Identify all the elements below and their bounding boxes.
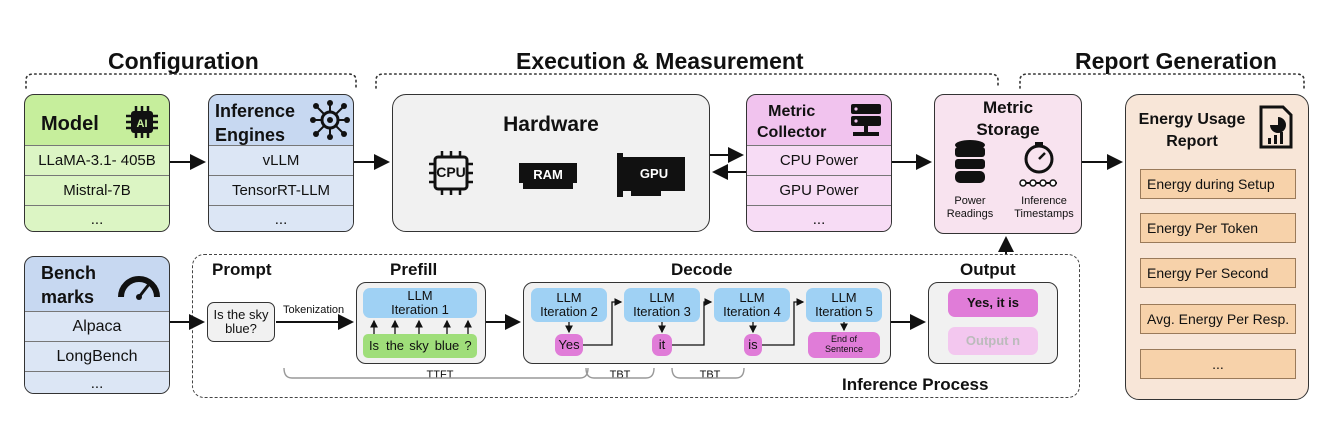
engine-item-tensorrt: TensorRT-LLM: [209, 175, 353, 205]
model-item-llama: LLaMA-3.1- 405B: [25, 145, 169, 175]
engines-box: Inference Engines vLLM TensorRT-LLM ...: [208, 94, 354, 232]
prefill-token-strip: [363, 334, 477, 358]
prefill-label: Prefill: [390, 260, 438, 279]
model-box: Model AI LLaMA-3.1- 405B Mistral-7B ...: [24, 94, 170, 232]
prefill-token-arrows: [370, 319, 472, 334]
collector-item-cpu-power: CPU Power: [747, 145, 891, 175]
storage-title: Metric Storage: [976, 98, 1040, 139]
model-item-mistral: Mistral-7B: [25, 175, 169, 205]
engine-item-vllm: vLLM: [209, 145, 353, 175]
ai-chip-icon: AI: [125, 105, 159, 139]
speedometer-icon: [117, 267, 161, 301]
benchmarks-title: Bench marks: [41, 263, 97, 307]
decode-token: it: [652, 334, 672, 356]
section-title-configuration: Configuration: [108, 48, 259, 74]
collector-item-gpu-power: GPU Power: [747, 175, 891, 205]
storage-box: Metric Storage Power Readings Inference …: [934, 94, 1082, 234]
decode-token: Yes: [555, 334, 583, 356]
collector-title: Metric Collector: [757, 103, 827, 141]
tokenization-label: Tokenization: [283, 304, 345, 316]
inference-timestamps-label: Inference Timestamps: [1014, 195, 1074, 220]
report-item-avg-per-resp: Avg. Energy Per Resp.: [1140, 304, 1296, 334]
output-n: Output n: [948, 327, 1038, 355]
report-item-more: ...: [1140, 349, 1296, 379]
benchmarks-box: Bench marks Alpaca LongBench ...: [24, 256, 170, 394]
output-1: Yes, it is: [948, 289, 1038, 317]
tbt-bracket-2: [671, 367, 745, 379]
decode-token: is: [744, 334, 762, 356]
benchmark-item-longbench: LongBench: [25, 341, 169, 371]
section-title-execution: Execution & Measurement: [516, 48, 804, 74]
prefill-token: ?: [464, 337, 472, 353]
report-item-setup: Energy during Setup: [1140, 169, 1296, 199]
report-box: Energy Usage Report Energy during Setup …: [1125, 94, 1309, 400]
server-icon: [847, 101, 885, 139]
prefill-token: blue: [434, 337, 460, 353]
inference-process-label: Inference Process: [842, 375, 989, 394]
benchmark-item-alpaca: Alpaca: [25, 311, 169, 341]
tbt-bracket-1: [585, 367, 655, 379]
prefill-token: the: [385, 337, 405, 353]
database-icon: [953, 139, 987, 185]
report-title: Energy Usage Report: [1138, 111, 1246, 150]
engines-title: Inference Engines: [215, 101, 296, 145]
decode-label: Decode: [671, 260, 733, 279]
output-label: Output: [960, 260, 1016, 279]
model-item-more: ...: [25, 205, 169, 231]
model-title: Model: [41, 113, 99, 135]
ram-icon: RAM: [517, 161, 579, 191]
ttft-bracket: [283, 367, 589, 379]
svg-text:AI: AI: [137, 118, 148, 130]
configuration-bracket: [25, 73, 357, 89]
prefill-token: Is: [368, 337, 380, 353]
prompt-label: Prompt: [212, 260, 272, 279]
benchmark-item-more: ...: [25, 371, 169, 393]
report-document-icon: [1258, 105, 1294, 149]
execution-bracket: [375, 73, 999, 89]
prefill-token: sky: [409, 337, 429, 353]
report-item-per-second: Energy Per Second: [1140, 258, 1296, 288]
section-title-report: Report Generation: [1075, 48, 1277, 74]
decode-flow-arrows: [565, 298, 848, 346]
network-gear-icon: [309, 99, 351, 141]
gpu-icon: GPU: [617, 153, 687, 197]
hardware-box: Hardware CPU RAM GPU: [392, 94, 710, 232]
collector-item-more: ...: [747, 205, 891, 231]
cpu-icon: CPU: [427, 149, 475, 197]
power-readings-label: Power Readings: [946, 195, 994, 220]
collector-box: Metric Collector CPU Power GPU Power ...: [746, 94, 892, 232]
hardware-title: Hardware: [503, 113, 599, 136]
engine-item-more: ...: [209, 205, 353, 231]
report-bracket: [1019, 73, 1305, 89]
report-item-per-token: Energy Per Token: [1140, 213, 1296, 243]
stopwatch-timeline-icon: [1019, 141, 1059, 189]
